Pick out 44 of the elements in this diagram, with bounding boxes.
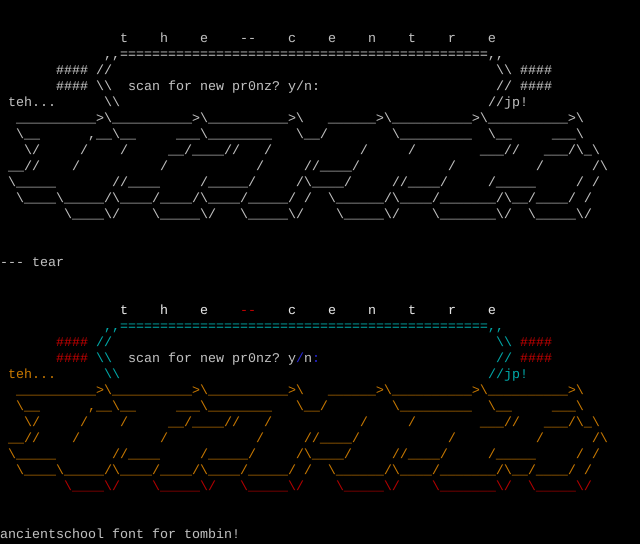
ascii-art-line: \__ ,__\__ ___\________ \__/ \_________ \__ ___\	[16, 128, 584, 144]
prompt-text: scan for new pr0nz? y/n:	[128, 80, 320, 96]
ascii-slashes: \\	[96, 352, 112, 368]
hash-marks: ####	[56, 80, 88, 96]
hash-marks: ####	[56, 336, 88, 352]
hash-marks: ####	[56, 352, 88, 368]
heading-text: t h e -- c e n t r e	[120, 32, 496, 48]
ascii-art-line: __// / / / //____/ / / /\	[8, 432, 608, 448]
ascii-slashes: \\	[496, 336, 512, 352]
ascii-slashes: \\	[104, 368, 120, 384]
ascii-slashes: \\	[96, 80, 112, 96]
ascii-art-line: __// / / / //____/ / / /\	[8, 160, 608, 176]
ascii-slashes: //	[96, 336, 112, 352]
heading-text: t h e -- c e n t r e	[120, 304, 496, 320]
ascii-rule: ,,==============================================,,	[104, 320, 504, 336]
hash-marks: ####	[520, 352, 552, 368]
ascii-art-line: \__ ,__\__ ___\________ \__/ \_________ \__ ___\	[16, 400, 584, 416]
ascii-art-line: __________>\__________>\__________>\ ______>\__________>\__________>\	[16, 112, 584, 128]
hash-marks: ####	[520, 64, 552, 80]
ascii-art-line: \____\_____/\____/____/\____/_____/ / \______/\____/_______/\__/____/ /	[16, 192, 592, 208]
ascii-slashes: //	[496, 352, 512, 368]
signature-text: teh...	[8, 96, 56, 112]
hash-marks: ####	[56, 64, 88, 80]
signature-text: //jp!	[488, 368, 528, 384]
prompt-text: scan for new pr0nz? y/n:	[128, 352, 320, 368]
hash-marks: ####	[520, 80, 552, 96]
ascii-art-line: \_____ //____ /_____/ /\____/ //____/ /_____ / /	[8, 448, 600, 464]
ascii-art-line: __________>\__________>\__________>\ ______>\__________>\__________>\	[16, 384, 584, 400]
ascii-art-line: \____\/ \_____\/ \_____\/ \_____\/ \_______\/ \_____\/	[64, 480, 592, 496]
ascii-art-line: \/ / / __/____// / / / ___// ___/\_\	[24, 416, 600, 432]
ascii-slashes: \\	[496, 64, 512, 80]
caption-text: ancientschool font for tombin!	[0, 528, 240, 544]
signature-text: teh...	[8, 368, 56, 384]
ascii-art-line: \____\_____/\____/____/\____/_____/ / \______/\____/_______/\__/____/ /	[16, 464, 592, 480]
ascii-rule: ,,==============================================,,	[104, 48, 504, 64]
ascii-slashes: \\	[104, 96, 120, 112]
ascii-art-line: \/ / / __/____// / / / ___// ___/\_\	[24, 144, 600, 160]
ascii-slashes: //	[496, 80, 512, 96]
ascii-art-line: \____\/ \_____\/ \_____\/ \_____\/ \_______\/ \_____\/	[64, 208, 592, 224]
divider-text: --- tear	[0, 256, 64, 272]
ascii-art-line: \_____ //____ /_____/ /\____/ //____/ /_____ / /	[8, 176, 600, 192]
signature-text: //jp!	[488, 96, 528, 112]
ascii-slashes: //	[96, 64, 112, 80]
hash-marks: ####	[520, 336, 552, 352]
